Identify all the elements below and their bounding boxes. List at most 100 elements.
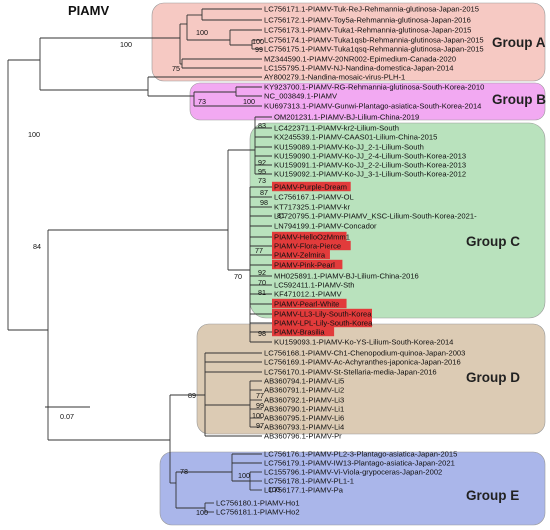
leaf-label: LC756169.1-PIAMV-Ac-Achyranthes-japonica…: [264, 358, 461, 367]
bootstrap-label: 100: [252, 411, 264, 420]
bootstrap-label: 73: [198, 97, 206, 106]
leaf-highlight: [272, 326, 335, 337]
leaf-label: AY800279.1-Nandina-mosaic-virus-PLH-1: [264, 73, 405, 82]
bootstrap-label: 87: [260, 188, 268, 197]
leaf-label: KY923700.1-PIAMV-RG-Rehmannia-glutinosa-…: [264, 83, 484, 92]
leaf-label: PIAMV-Purple-Dream: [274, 183, 347, 192]
leaf-highlight: [272, 298, 347, 309]
leaf-label: LC155795.1-PIAMV-NJ-Nandina-domestica-Ja…: [264, 64, 454, 73]
group-labels: Group A Group B Group C Group D Group E: [466, 35, 546, 503]
leaf-label: PIAMV-Brasilia: [274, 328, 325, 337]
bootstrap-label: 100: [252, 37, 264, 46]
bootstrap-label: 97: [256, 421, 264, 430]
bootstrap-values: 100 100 100 99 75 100 73 100 84 83 92 95…: [28, 28, 285, 517]
leaf-label: LC756179.1-PIAMV-IW13-Plantago-asiatica-…: [264, 459, 455, 468]
group-e-box: [159, 451, 546, 526]
tree-title: PIAMV: [68, 3, 110, 18]
leaf-highlight: [272, 231, 347, 242]
leaf-label: KU697313.1-PIAMV-Gunwi-Plantago-asiatica…: [264, 102, 481, 111]
leaf-label: LC756167.1-PIAMV-OL: [274, 193, 354, 202]
bootstrap-label: 99: [255, 45, 263, 54]
leaf-label: LC155796.1-PIAMV-Vi-Viola-grypoceras-Jap…: [264, 468, 442, 477]
bootstrap-label: 95: [258, 167, 266, 176]
leaf-highlight: [272, 181, 351, 192]
leaf-label: LC756175.1-PIAMV-Tuka1qsq-Rehmannia-glut…: [264, 45, 484, 54]
bootstrap-label: 70: [258, 278, 266, 287]
leaf-label: LC756174.1-PIAMV-Tuka1qsb-Rehmannia-glut…: [264, 36, 484, 45]
leaf-label: PIAMV-Flora-Pierce: [274, 242, 341, 251]
leaf-label: AB360796.1-PIAMV-Pr: [264, 432, 342, 441]
leaf-label: LC756172.1-PIAMV-Toy5a-Rehmannia-glutino…: [264, 16, 471, 25]
group-backgrounds: [151, 2, 546, 526]
group-a-box: [151, 2, 546, 82]
leaf-label: AB360791.1-PIAMV-Li2: [264, 386, 344, 395]
bootstrap-label: 100: [196, 508, 208, 517]
bootstrap-label: 78: [180, 467, 188, 476]
leaf-label: PIAMV-Pink-Pearl: [274, 261, 335, 270]
leaf-label: LC756170.1-PIAMV-St-Stellaria-media-Japa…: [264, 368, 437, 377]
bootstrap-label: 92: [258, 158, 266, 167]
leaf-label: KU159089.1-PIAMV-Ko-JJ_2-1-Lilium-South: [274, 143, 424, 152]
leaf-label: KU159091.1-PIAMV-Ko-JJ_2-2-Lilium-South-…: [274, 161, 466, 170]
bootstrap-label: 70: [234, 272, 242, 281]
bootstrap-label: 84: [33, 242, 41, 251]
group-b-box: [189, 82, 546, 121]
leaf-highlight: [272, 317, 372, 328]
leaf-label: LC720795.1-PIAMV-PIAMV_KSC-Lilium-South-…: [274, 212, 477, 221]
leaf-label: PIAMV-LL3-Lily-South-Korea: [274, 310, 372, 319]
leaf-label: MZ344590.1-PIAMV-20NR002-Epimedium-Canad…: [264, 55, 456, 64]
bootstrap-label: 92: [258, 268, 266, 277]
leaf-highlight: [272, 240, 351, 251]
leaf-label: LC756180.1-PIAMV-Ho1: [216, 499, 300, 508]
leaf-label: LC756171.1-PIAMV-Tuk-ReJ-Rehmannia-gluti…: [264, 5, 479, 14]
leaf-label: PIAMV-Zelmira: [274, 251, 326, 260]
leaf-label: LC756181.1-PIAMV-Ho2: [216, 508, 300, 517]
leaf-label: LC592411.1-PIAMV-Sth: [274, 281, 354, 290]
leaf-highlight: [272, 249, 330, 260]
bootstrap-label: 81: [277, 211, 285, 220]
bootstrap-label: 73: [258, 176, 266, 185]
bootstrap-label: 100: [238, 471, 250, 480]
leaf-label: KT717325.1-PIAMV-kr: [274, 203, 350, 212]
leaf-label: LC756177.1-PIAMV-Pa: [264, 486, 344, 495]
group-a-label: Group A: [492, 35, 546, 50]
bootstrap-label: 98: [260, 198, 268, 207]
leaf-label: PIAMV-LPL-Lily-South-Korea: [274, 319, 373, 328]
bootstrap-label: 100: [268, 485, 280, 494]
leaf-label: LN794199.1-PIAMV-Concador: [274, 222, 377, 231]
leaf-label: LC756178.1-PIAMV-PL1-1: [264, 477, 354, 486]
leaf-label: KX245539.1-PIAMV-CAAS01-Lilium-China-201…: [274, 133, 437, 142]
leaf-labels: LC756171.1-PIAMV-Tuk-ReJ-Rehmannia-gluti…: [216, 5, 484, 517]
leaf-label: KF471012.1-PIAMV: [274, 290, 342, 299]
leaf-label: LC756168.1-PIAMV-Ch1-Chenopodium-quinoa-…: [264, 349, 465, 358]
leaf-label: KU159093.1-PIAMV-Ko-YS-Lilium-South-Kore…: [274, 338, 453, 347]
bootstrap-label: 100: [196, 28, 208, 37]
leaf-label: NC_003849.1-PIAMV: [264, 92, 338, 101]
leaf-label: AB360793.1-PIAMV-Li4: [264, 423, 344, 432]
leaf-label: MH025891.1-PIAMV-BJ-Lilium-China-2016: [274, 272, 419, 281]
group-e-label: Group E: [466, 488, 519, 503]
group-d-label: Group D: [466, 370, 520, 385]
bootstrap-label: 81: [258, 288, 266, 297]
leaf-label: AB360792.1-PIAMV-Li3: [264, 396, 344, 405]
leaf-label: KU159090.1-PIAMV-Ko-JJ_2-4-Lilium-South-…: [274, 152, 466, 161]
bootstrap-label: 77: [256, 391, 264, 400]
leaf-highlight: [272, 259, 343, 270]
tree-edges: [7, 8, 272, 513]
leaf-label: PIAMV-Pearl-White: [274, 300, 339, 309]
scale-bar-label: 0.07: [60, 412, 74, 421]
leaf-label: PIAMV-HelloOzMmm1: [274, 233, 350, 242]
leaf-label: AB360794.1-PIAMV-Li5: [264, 377, 344, 386]
leaf-label: AB360790.1-PIAMV-Li1: [264, 405, 344, 414]
group-b-label: Group B: [492, 92, 546, 107]
leaf-highlights: [272, 181, 372, 337]
leaf-label: AB360795.1-PIAMV-Li6: [264, 414, 344, 423]
group-c-label: Group C: [466, 234, 520, 249]
bootstrap-label: 100: [120, 40, 132, 49]
bootstrap-label: 100: [243, 97, 255, 106]
bootstrap-label: 98: [258, 329, 266, 338]
leaf-label: LC756176.1-PIAMV-PL2-3-Plantago-asiatica…: [264, 450, 457, 459]
bootstrap-label: 100: [28, 130, 40, 139]
leaf-label: KU159092.1-PIAMV-Ko-JJ_3-1-Lilium-South-…: [274, 170, 466, 179]
bootstrap-label: 89: [188, 391, 196, 400]
